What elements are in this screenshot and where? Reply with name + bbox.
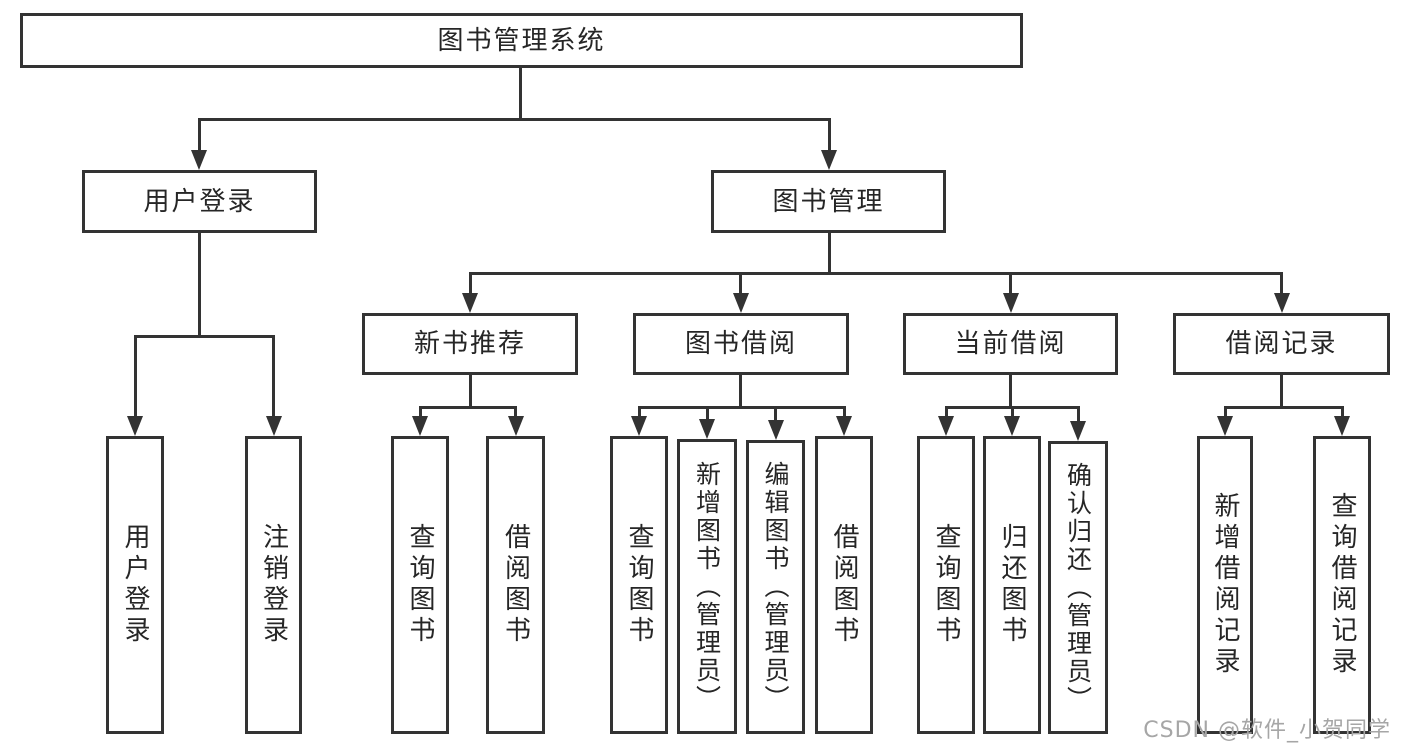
node-cb-return-books: 归还图书 [983,436,1041,734]
arrow-down-icon [699,406,715,439]
node-label: 新书推荐 [413,329,526,359]
node-label: 编辑图书（管理员） [761,461,790,713]
arrow-down-icon [1273,272,1290,313]
arrow-down-icon [191,118,207,170]
connector-line [1223,406,1344,409]
node-book-borrowing: 图书借阅 [633,313,849,375]
arrow-down-icon [767,406,784,440]
node-label: 新增借阅记录 [1210,492,1240,678]
node-label: 图书管理 [772,186,885,217]
node-label: 查询借阅记录 [1327,492,1357,678]
node-user-login-leaf: 用户登录 [106,436,164,734]
arrow-down-icon [836,406,852,436]
node-new-book-recommend: 新书推荐 [362,313,578,375]
connector-line [197,118,831,121]
node-label: 新增图书（管理员） [692,460,722,713]
node-current-borrowing: 当前借阅 [903,313,1118,375]
connector-line [739,375,742,409]
connector-line [133,335,275,338]
node-user-login-module: 用户登录 [82,170,317,233]
arrow-down-icon [1070,406,1086,441]
arrow-down-icon [938,406,954,436]
arrow-down-icon [462,272,478,313]
arrow-down-icon [265,335,282,436]
connector-line [468,272,1283,275]
node-borrow-records: 借阅记录 [1173,313,1390,375]
connector-line [1009,375,1012,409]
node-br-add-record: 新增借阅记录 [1197,436,1253,734]
connector-line [827,233,831,275]
connector-line [468,375,472,409]
node-label: 查询图书 [624,523,654,647]
arrow-down-icon [631,406,647,436]
node-label: 注销登录 [258,523,289,647]
connector-line [637,406,846,409]
node-logout: 注销登录 [245,436,302,734]
node-bb-edit-book-admin: 编辑图书（管理员） [746,440,805,734]
arrow-down-icon [507,406,524,436]
node-library-management-system: 图书管理系统 [20,13,1023,68]
node-label: 借阅图书 [829,523,859,647]
csdn-watermark: CSDN @软件_小贺同学 [1143,718,1391,743]
arrow-down-icon [1004,406,1020,436]
node-label: 用户登录 [120,523,150,647]
node-label: 确认归还（管理员） [1063,461,1093,714]
arrow-down-icon [412,406,428,436]
node-cb-confirm-return-admin: 确认归还（管理员） [1048,441,1108,734]
node-br-query-record: 查询借阅记录 [1313,436,1371,734]
node-rec-borrow-books: 借阅图书 [486,436,545,734]
node-label: 借阅图书 [500,523,531,647]
connector-line [1279,375,1283,409]
arrow-down-icon [1217,406,1233,436]
arrow-down-icon [1002,272,1019,313]
node-label: 查询图书 [931,523,961,647]
node-label: 图书管理系统 [437,25,606,56]
node-cb-query-books: 查询图书 [917,436,975,734]
node-label: 图书借阅 [684,329,797,359]
node-bb-query-books: 查询图书 [610,436,668,734]
node-book-management-module: 图书管理 [711,170,946,233]
connector-line [518,68,522,118]
node-label: 借阅记录 [1225,329,1338,359]
node-label: 查询图书 [405,523,435,647]
node-label: 当前借阅 [954,329,1067,359]
connector-line [418,406,517,409]
node-bb-add-book-admin: 新增图书（管理员） [677,439,737,734]
node-label: 归还图书 [997,523,1027,647]
node-rec-query-books: 查询图书 [391,436,449,734]
connector-line [197,233,201,338]
arrow-down-icon [127,335,143,436]
node-bb-borrow-books: 借阅图书 [815,436,873,734]
arrow-down-icon [1334,406,1350,436]
node-label: 用户登录 [143,186,256,217]
arrow-down-icon [732,272,749,313]
arrow-down-icon [821,118,837,170]
